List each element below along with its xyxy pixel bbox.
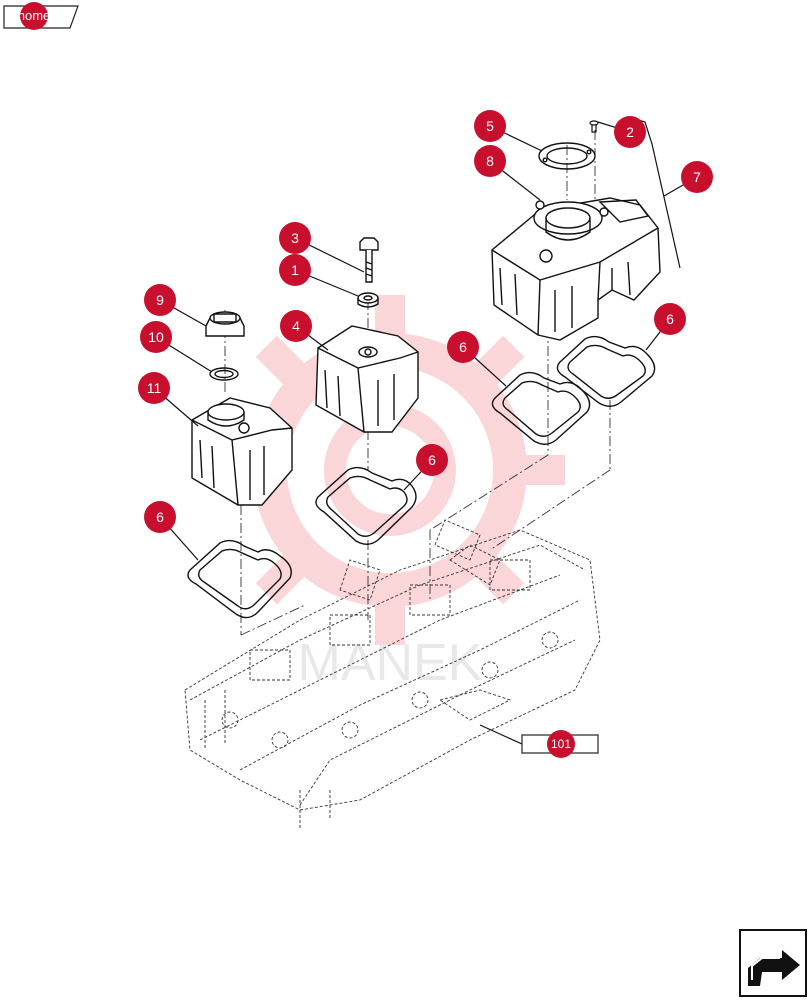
svg-text:3: 3 [291, 230, 299, 246]
callout-6-right[interactable]: 6 [654, 303, 686, 335]
svg-text:11: 11 [147, 380, 162, 396]
engine-cylinder-head [184, 519, 601, 830]
svg-text:8: 8 [486, 153, 494, 169]
svg-text:1: 1 [291, 262, 299, 278]
reference-link-101[interactable]: 101 [521, 730, 599, 758]
svg-text:MANEK: MANEK [298, 634, 483, 692]
callout-4[interactable]: 4 [280, 310, 312, 342]
callout-1[interactable]: 1 [279, 254, 311, 286]
callout-6-middle-right[interactable]: 6 [447, 331, 479, 363]
svg-text:7: 7 [693, 169, 701, 185]
callout-11[interactable]: 11 [138, 372, 170, 404]
svg-text:4: 4 [292, 318, 300, 334]
small-screw [589, 120, 599, 133]
callout-8[interactable]: 8 [474, 145, 506, 177]
cover-bolt [359, 237, 379, 283]
home-label: home [18, 8, 51, 23]
svg-text:5: 5 [486, 118, 494, 134]
callout-7[interactable]: 7 [681, 161, 713, 193]
svg-text:6: 6 [428, 452, 436, 468]
callout-6-middle[interactable]: 6 [416, 444, 448, 476]
valve-cover-gasket-right-b [556, 335, 656, 407]
svg-text:6: 6 [459, 339, 467, 355]
arrow-next-page-icon [748, 950, 800, 986]
callout-9[interactable]: 9 [144, 284, 176, 316]
svg-text:10: 10 [148, 329, 164, 345]
sealing-washer [357, 292, 379, 308]
svg-text:2: 2 [626, 124, 634, 140]
valve-cover-right [491, 197, 661, 341]
callout-6-left[interactable]: 6 [144, 501, 176, 533]
next-page-button[interactable] [739, 929, 807, 997]
valve-cover-left [191, 397, 293, 506]
callout-10[interactable]: 10 [140, 321, 172, 353]
oil-filler-cap [205, 311, 245, 337]
svg-text:9: 9 [156, 292, 164, 308]
home-tab[interactable]: home [3, 2, 79, 30]
svg-text:101: 101 [551, 737, 571, 751]
svg-text:6: 6 [666, 311, 674, 327]
callout-2[interactable]: 2 [614, 116, 646, 148]
valve-cover-gasket-left [187, 539, 292, 619]
callout-5[interactable]: 5 [474, 110, 506, 142]
oil-filler-seal [209, 367, 239, 381]
callout-3[interactable]: 3 [279, 222, 311, 254]
valve-cover-gasket-right-a [491, 371, 591, 445]
valve-cover-middle [315, 325, 419, 433]
valve-cover-gasket-middle [315, 466, 417, 545]
svg-text:6: 6 [156, 509, 164, 525]
breather-ring-gasket [538, 142, 596, 170]
home-tab-icon [20, 2, 48, 30]
